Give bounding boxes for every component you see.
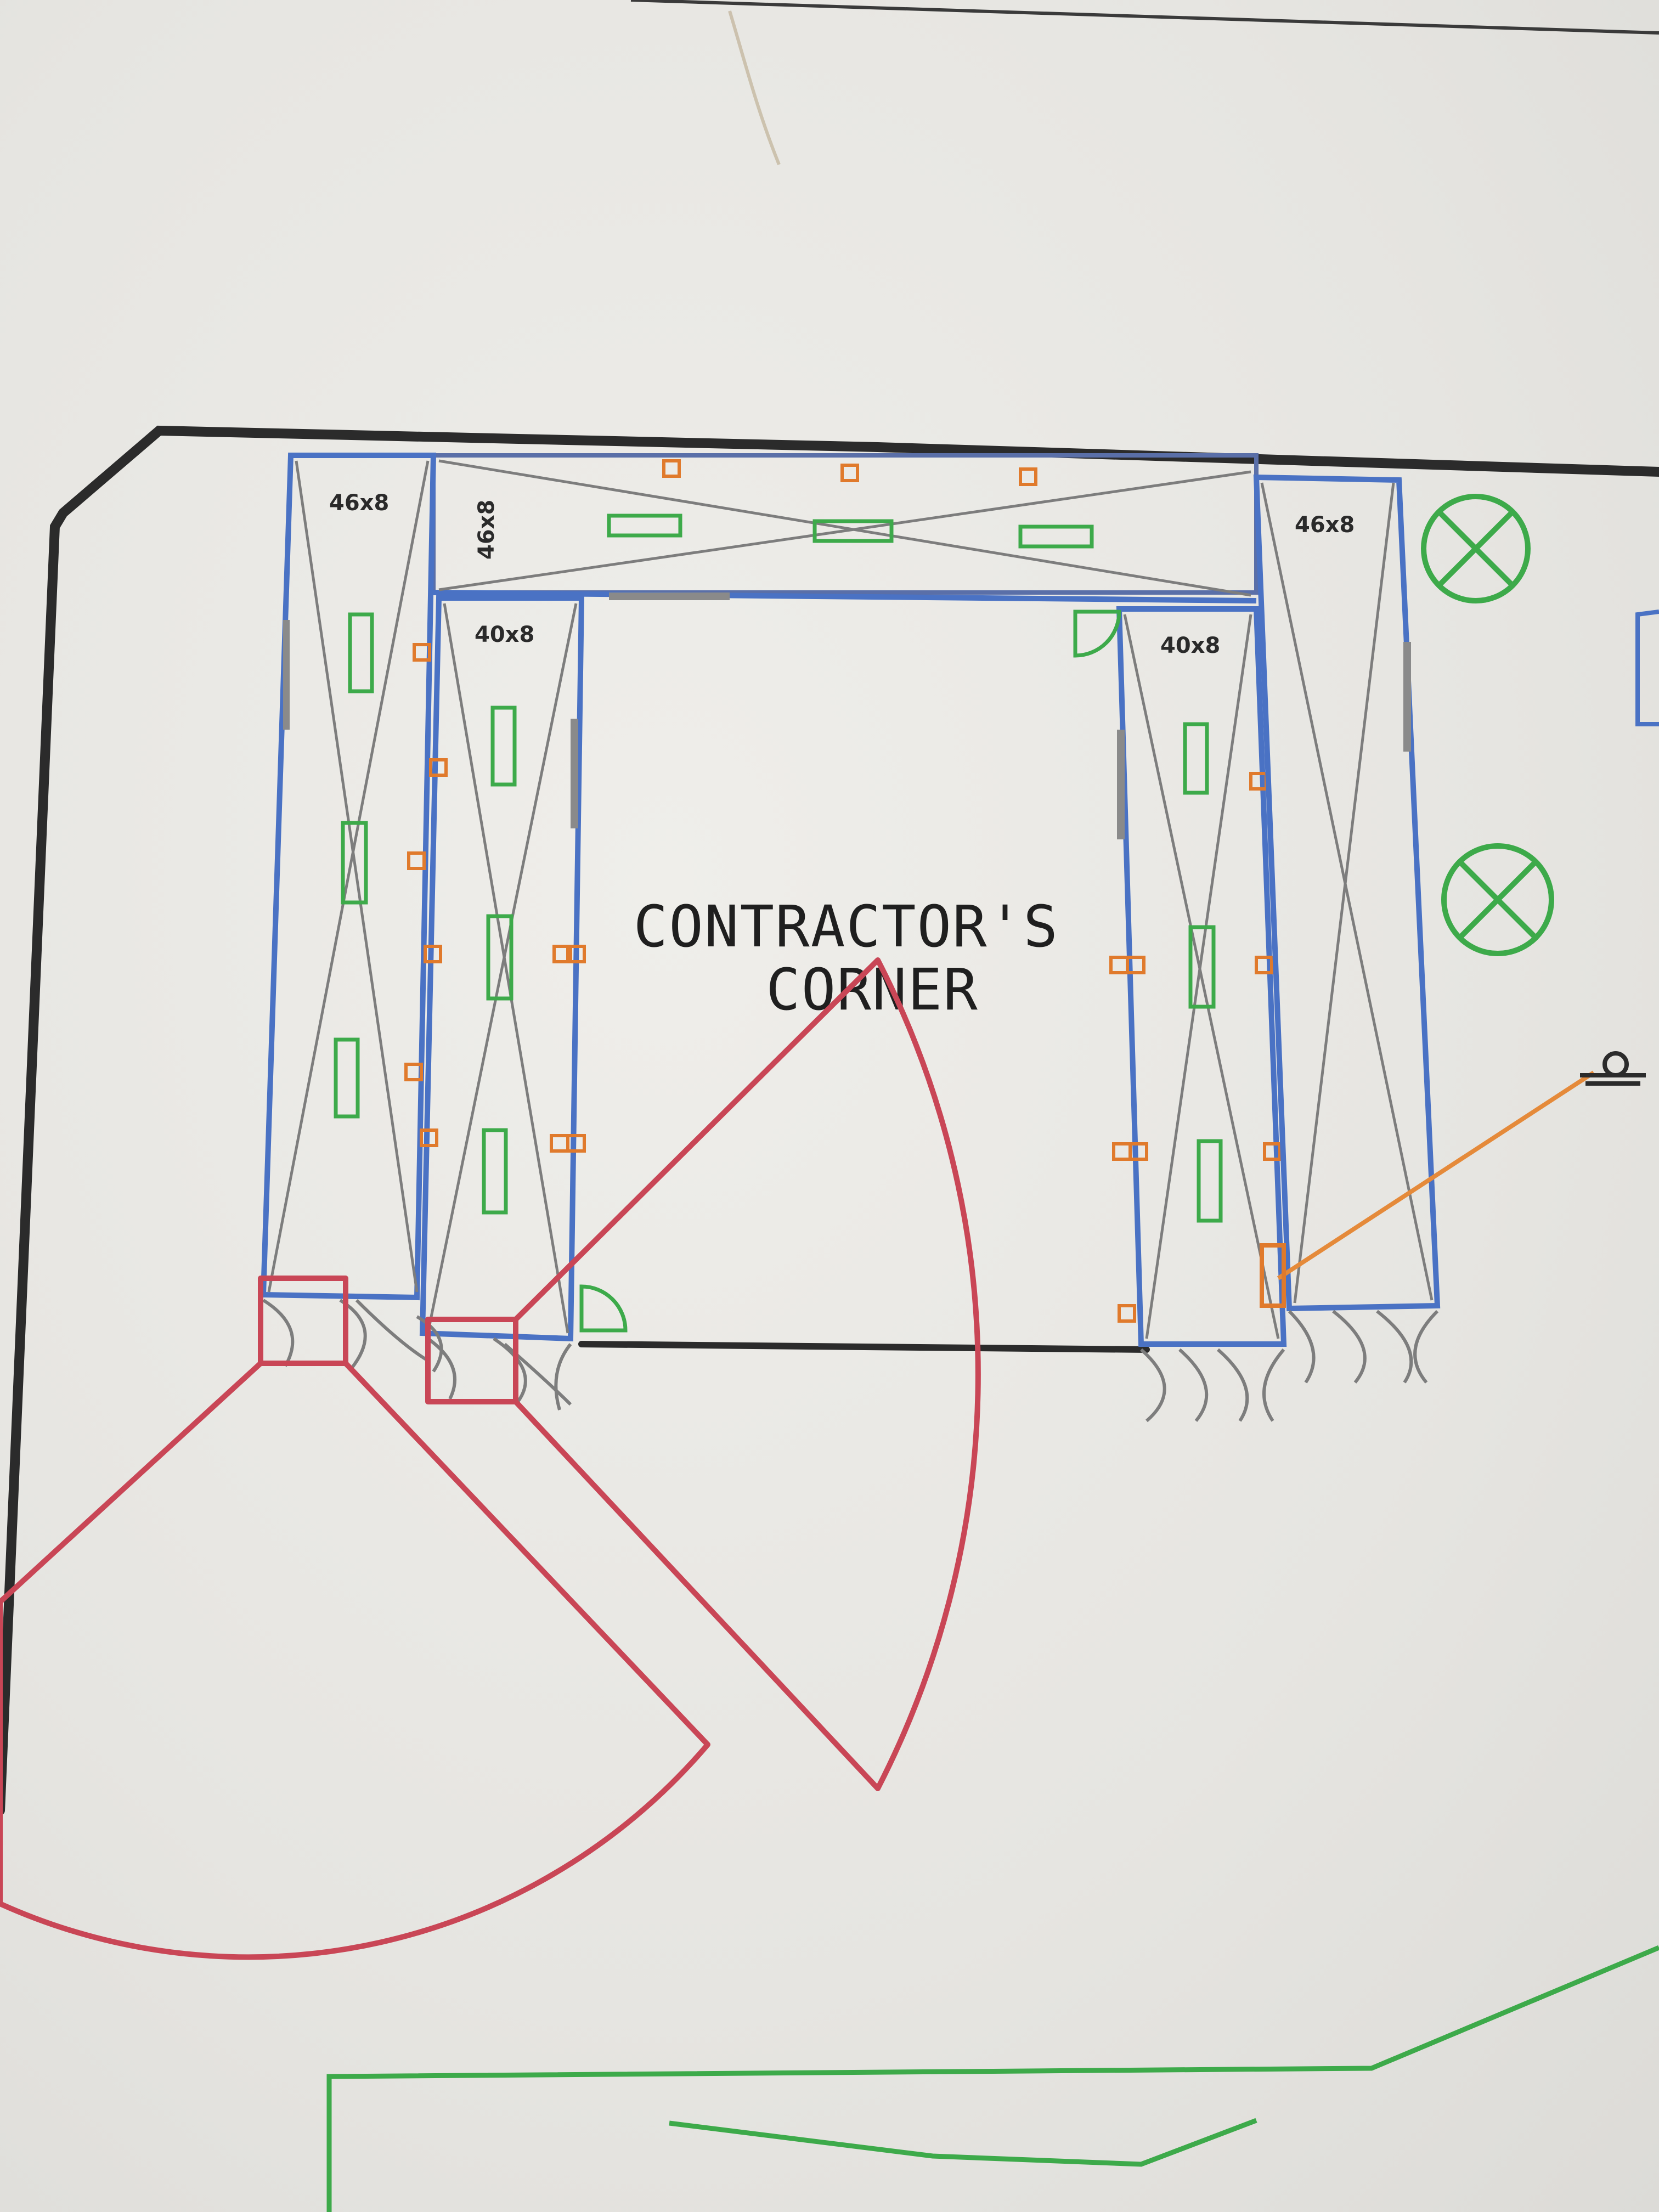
door-swing-left [0, 1361, 710, 1960]
light-fixture [334, 1037, 360, 1119]
rack-label-left-top-vertical: 46x8 [474, 500, 499, 560]
outlet-group-left [404, 643, 586, 1153]
sensor-icon [1073, 610, 1121, 658]
outlet [840, 464, 859, 482]
rack-right-inner [1109, 606, 1287, 1347]
door-swing-arcs [0, 957, 981, 1960]
top-rack [431, 453, 1259, 603]
light-x-icon [1421, 494, 1531, 603]
sensor-icon [579, 1284, 628, 1333]
rack-label-left-outer: 46x8 [329, 490, 389, 516]
light-fixture [490, 706, 517, 787]
door-swing-center [514, 957, 981, 1791]
light-fixture [486, 914, 514, 1001]
light-fixture [812, 519, 894, 543]
paper-curl-mark [728, 10, 781, 166]
light-fixture [1188, 925, 1216, 1009]
rack-left-inner [404, 595, 586, 1342]
rack-label-left-inner: 40x8 [475, 622, 534, 647]
door-leaf-left [258, 1276, 348, 1366]
room-label-line1: CONTRACTOR'S [634, 893, 1059, 960]
outer-walls [0, 425, 1659, 1815]
lower-area-boundary [326, 1945, 1659, 2212]
rack-labels: 46x8 46x8 40x8 40x8 46x8 [329, 490, 1355, 658]
light-x-icon [1441, 843, 1554, 956]
door-leaf-center [425, 1317, 518, 1404]
adjacent-rack-edge [1635, 610, 1659, 726]
rack-label-right-outer: 46x8 [1295, 512, 1355, 538]
light-fixture [348, 612, 374, 693]
light-fixture [607, 514, 682, 538]
data-jack-icon [1580, 1051, 1646, 1086]
inner-wall-bottom [578, 1341, 1150, 1353]
rack-label-right-inner: 40x8 [1160, 633, 1220, 658]
outlet-group-right [1109, 772, 1282, 1323]
outlet [662, 459, 681, 478]
upper-drawing-edge [630, 0, 1659, 35]
outlet [1019, 467, 1037, 486]
rack-left-outer [260, 453, 437, 1301]
data-outlet [1260, 1243, 1286, 1308]
light-fixture [1197, 1139, 1223, 1223]
rack-right-outer [1253, 474, 1441, 1312]
light-fixture [1183, 722, 1209, 795]
light-fixture [482, 1128, 508, 1215]
light-fixture [1018, 524, 1094, 549]
data-drop-line [1277, 1070, 1595, 1280]
light-fixture [341, 821, 368, 905]
wall-light-fixtures [1421, 494, 1554, 956]
